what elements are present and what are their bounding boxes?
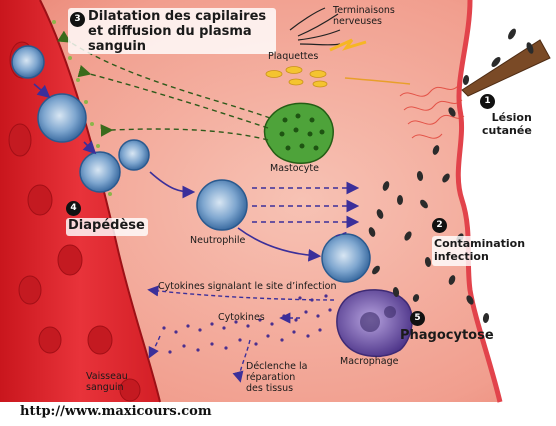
- skin-fibres: [399, 85, 465, 139]
- source-url: http://www.maxicours.com: [20, 404, 212, 419]
- step3-box: [68, 8, 276, 54]
- macrophage-label: Macrophage: [340, 356, 399, 367]
- blood-vessel: [0, 0, 160, 402]
- neutrophile-label: Neutrophile: [190, 235, 246, 246]
- step4-box: [66, 218, 148, 236]
- repair-label: Déclenche la réparation des tissus: [246, 361, 308, 394]
- mastocyte-granules: [279, 113, 325, 151]
- leukocytes-in-vessel: [11, 45, 150, 193]
- neutrophile-at-site: [321, 233, 371, 283]
- pain-signal-icon: [329, 38, 367, 52]
- step3-label: Dilatation des capilaires et diffusion d…: [88, 9, 267, 54]
- cytokine-arrows: [147, 285, 335, 383]
- step2-label: Contamination infection: [434, 237, 526, 263]
- platelets: [265, 66, 328, 88]
- bacteria: [368, 28, 534, 323]
- mastocyte-label: Mastocyte: [270, 163, 319, 174]
- platelets-label: Plaquettes: [268, 51, 319, 62]
- step1-badge: 1: [480, 94, 495, 109]
- cytokines-label: Cytokines: [218, 312, 265, 323]
- mastocyte-signal-arrows: [57, 30, 271, 141]
- step5-label: Phagocytose: [400, 328, 494, 343]
- nerve-endings: [289, 7, 341, 46]
- vessel-label: Vaisseau sanguin: [86, 371, 128, 393]
- step2-box: [432, 236, 538, 266]
- step5-badge: 5: [410, 311, 425, 326]
- step4-label: Diapédèse: [68, 218, 145, 233]
- nerve-endings-label: Terminaisons nerveuses: [333, 5, 395, 27]
- step1-label: Lésion cutanée: [482, 111, 532, 137]
- cytokines-signal-label: Cytokines signalant le site d’infection: [158, 281, 337, 292]
- red-blood-cells: [8, 41, 141, 402]
- neutrophile-cell: [196, 179, 248, 231]
- skin-edge: [455, 0, 503, 403]
- step4-badge: 4: [66, 201, 81, 216]
- step2-badge: 2: [432, 218, 447, 233]
- thorn-icon: [461, 39, 551, 97]
- step3-badge: 3: [70, 12, 85, 27]
